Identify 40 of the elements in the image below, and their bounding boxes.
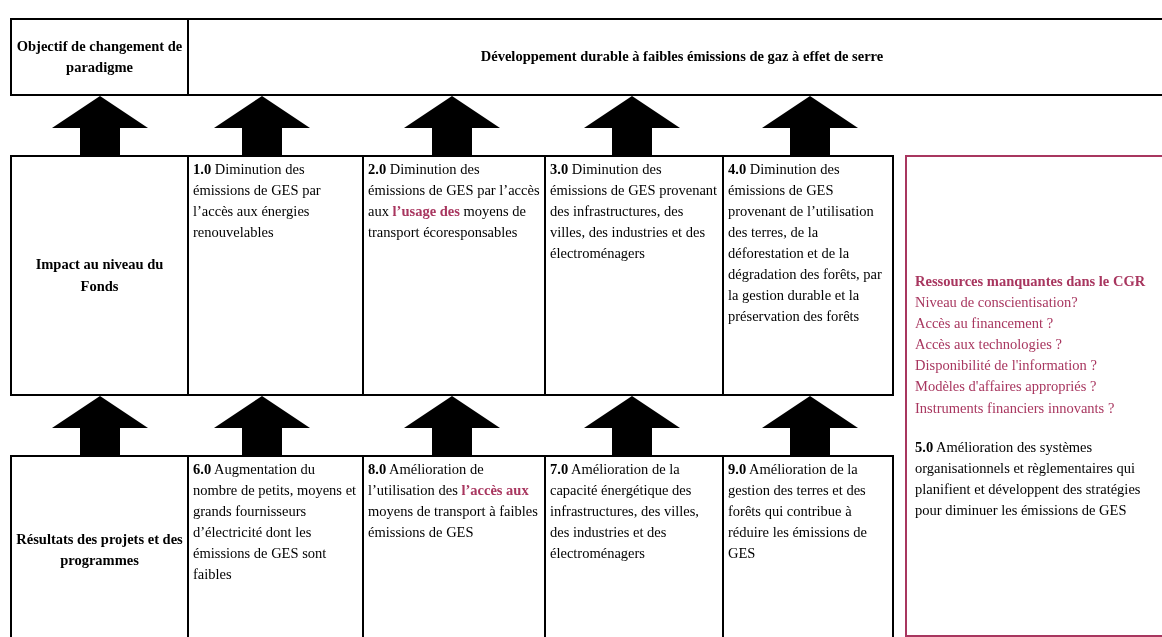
- cell-text: 6.0 Augmentation du nombre de petits, moyens et grands fournisseurs d’électricité dont les émissions de GES sont faibles: [193, 460, 358, 585]
- cell-text: Développement durable à faibles émissions de gaz à effet de serre: [480, 47, 884, 67]
- block-arrow: [762, 96, 858, 155]
- result-cell: [187, 155, 364, 396]
- cell-text: 7.0 Amélioration de la capacité énergétique des infrastructures, des villes, des industries et des électroménagers: [550, 460, 700, 564]
- note-heading: Ressources manquantes dans le CGR: [915, 272, 1147, 292]
- result-cell: [722, 155, 894, 396]
- note-line: Disponibilité de l'information ?: [915, 356, 1098, 376]
- row-heading-cell: [10, 155, 189, 396]
- note-line: Instruments financiers innovants ?: [915, 398, 1116, 418]
- cell-text: Impact au niveau du Fonds: [34, 255, 165, 296]
- cell-text: 8.0 Amélioration de l’utilisation des l’accès aux moyens de transport à faibles émissions de GES: [368, 460, 539, 543]
- result-cell: [722, 455, 894, 637]
- block-arrow: [52, 396, 148, 455]
- block-arrow: [584, 96, 680, 155]
- cell-text: 9.0 Amélioration de la gestion des terres et des forêts qui contribue à réduire les émissions de GES: [728, 460, 868, 564]
- cell-text: 4.0 Diminution des émissions de GES provenant de l’utilisation des terres, de la déforestation et de la dégradation des forêts, par la gestion durable et la préservation des forêts: [728, 160, 883, 327]
- cell-text: 3.0 Diminution des émissions de GES provenant des infrastructures, des villes, des industries et des électroménagers: [550, 160, 718, 264]
- result-cell: [362, 155, 546, 396]
- row-heading-cell: [187, 18, 1162, 96]
- block-arrow: [762, 396, 858, 455]
- block-arrow: [214, 96, 310, 155]
- note-line: Accès au financement ?: [915, 314, 1055, 334]
- row-heading-cell: [10, 18, 189, 96]
- note-panel: [905, 155, 1162, 637]
- cell-text: 1.0 Diminution des émissions de GES par l’accès aux énergies renouvelables: [193, 160, 322, 243]
- row-heading-cell: [10, 455, 189, 637]
- cell-text: 2.0 Diminution des émissions de GES par l’accès aux l’usage des moyens de transport écoresponsables: [368, 160, 540, 243]
- result-cell: [544, 155, 724, 396]
- cell-text: Résultats des projets et des programmes: [16, 530, 183, 570]
- block-arrow: [404, 96, 500, 155]
- note-text: 5.0 Amélioration des systèmes organisationnels et règlementaires qui planifient et développent des stratégies pour diminuer les émissions de GES: [915, 437, 1142, 520]
- block-arrow: [214, 396, 310, 455]
- cell-text: Objectif de changement de paradigme: [16, 37, 183, 77]
- note-line: Modèles d'affaires appropriés ?: [915, 377, 1098, 397]
- block-arrow: [584, 396, 680, 455]
- note-line: Niveau de conscientisation?: [915, 293, 1079, 313]
- block-arrow: [404, 396, 500, 455]
- block-arrow: [52, 96, 148, 155]
- note-line: Accès aux technologies ?: [915, 335, 1063, 355]
